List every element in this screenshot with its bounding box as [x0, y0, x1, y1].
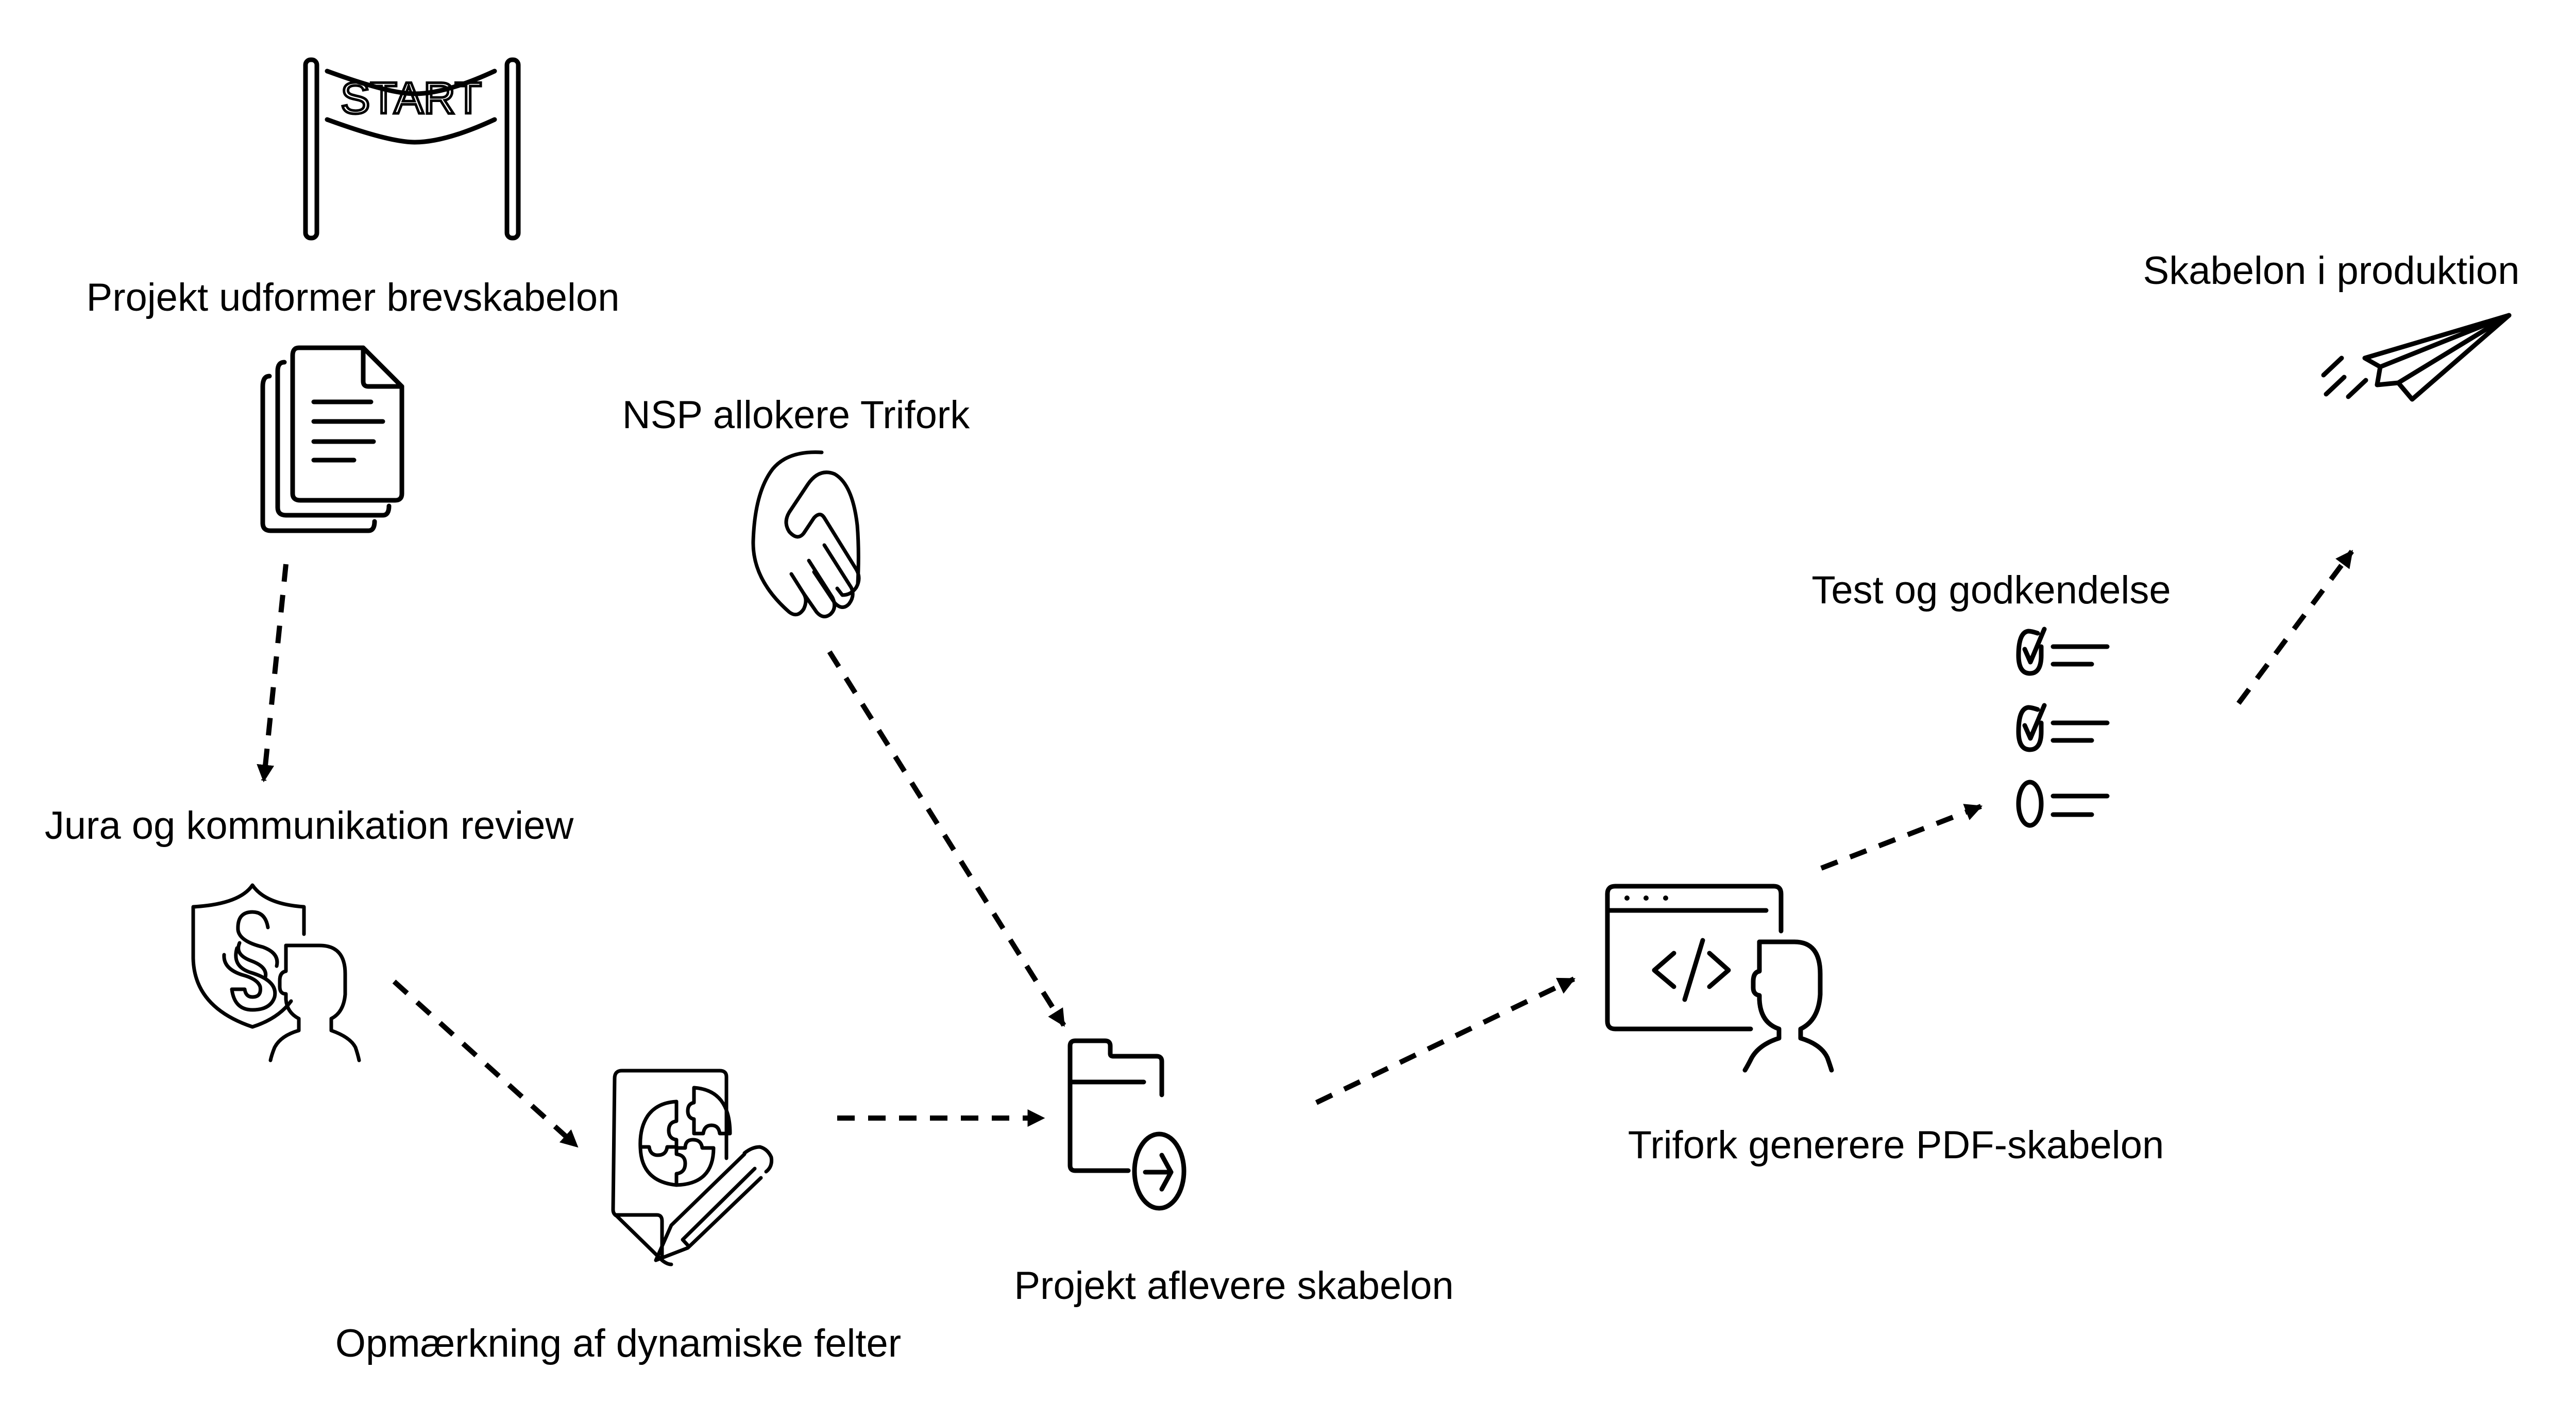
- step-label-markup: Opmærkning af dynamiske felter: [335, 1322, 902, 1365]
- arrow-generate-to-test: [1820, 804, 1983, 871]
- arrow-allocate-to-deliver: [827, 650, 1066, 1027]
- step-label-deliver: Projekt aflevere skabelon: [1014, 1264, 1454, 1308]
- code-window-person-icon: [1605, 884, 1852, 1073]
- arrow-start-to-review: [257, 564, 289, 783]
- checklist-icon: [2016, 626, 2202, 853]
- arrow-review-to-markup: [392, 979, 579, 1148]
- start-banner-icon: START: [299, 57, 526, 242]
- step-label-start: Projekt udformer brevskabelon: [86, 276, 620, 319]
- arrow-deliver-to-generate: [1315, 976, 1576, 1105]
- paper-plane-icon: [2190, 258, 2524, 546]
- folder-arrow-icon: [1067, 1038, 1206, 1219]
- step-label-allocate: NSP allokere Trifork: [622, 393, 970, 437]
- step-label-test: Test og godkendelse: [1811, 568, 2171, 612]
- step-label-generate: Trifork generere PDF-skabelon: [1628, 1123, 2164, 1167]
- start-banner-text: START: [341, 74, 482, 123]
- legal-shield-person-icon: [188, 883, 374, 1062]
- checklist-item-2: [2016, 703, 2110, 752]
- step-label-production: Skabelon i produktion: [2143, 249, 2520, 293]
- step-label-review: Jura og kommunikation review: [44, 804, 574, 848]
- puzzle-document-pencil-icon: [611, 1069, 837, 1305]
- checklist-item-3: [2016, 780, 2110, 828]
- documents-stack-icon: [260, 340, 410, 536]
- handshake-icon: [732, 448, 886, 619]
- checklist-item-1: [2016, 627, 2110, 676]
- arrow-test-to-production: [2236, 550, 2354, 705]
